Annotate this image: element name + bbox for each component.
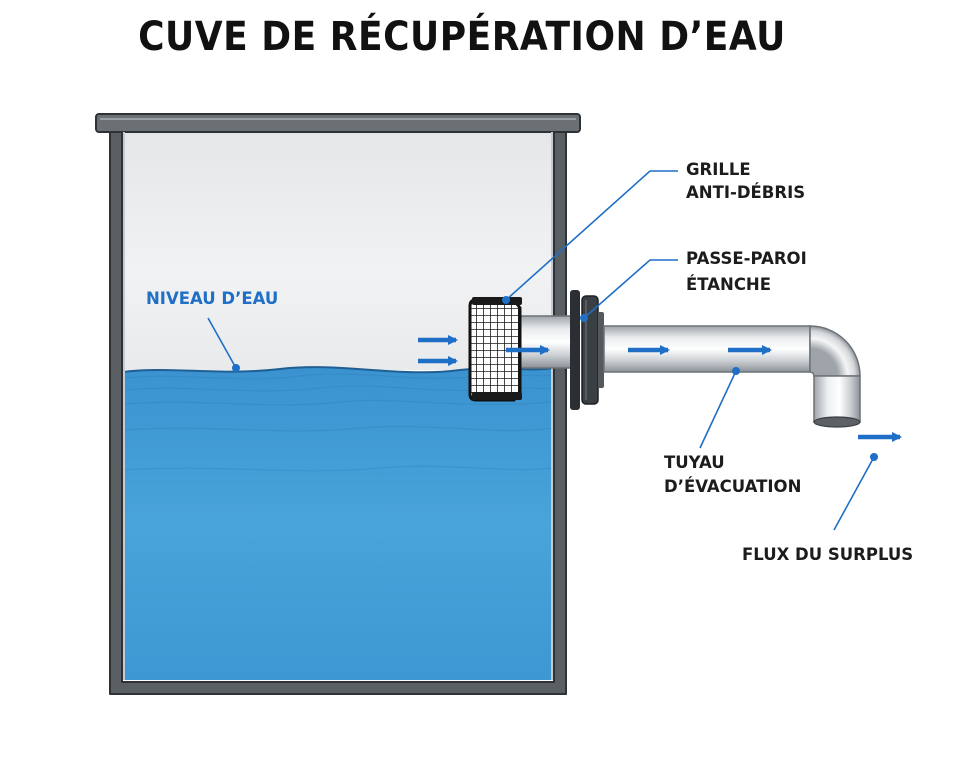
tank-rim	[95, 113, 581, 133]
drain-pipe	[603, 325, 861, 428]
leader-water-level	[207, 317, 237, 369]
leader-flux	[833, 456, 875, 531]
page-title: CUVE DE RÉCUPÉRATION D’EAU	[138, 14, 786, 60]
label-tuyau-line1: TUYAU	[664, 453, 725, 472]
label-tuyau-line2: D’ÉVACUATION	[664, 477, 801, 496]
leader-tuyau	[699, 370, 737, 449]
tank	[95, 113, 581, 695]
leader-lines	[207, 170, 878, 531]
bulkhead-fitting	[570, 290, 604, 410]
label-passe-paroi-line1: PASSE-PAROI	[686, 249, 807, 268]
label-water-level: NIVEAU D’EAU	[146, 289, 278, 308]
flow-arrows	[418, 335, 902, 442]
label-grille-line2: ANTI-DÉBRIS	[686, 183, 805, 202]
water-body	[122, 367, 554, 680]
label-flux: FLUX DU SURPLUS	[742, 545, 913, 564]
label-grille-line1: GRILLE	[686, 160, 751, 179]
debris-grille	[468, 297, 522, 402]
label-passe-paroi-line2: ÉTANCHE	[686, 275, 771, 294]
leader-grille	[505, 170, 678, 301]
leader-passe-paroi	[583, 259, 678, 319]
labels: NIVEAU D’EAU GRILLE ANTI-DÉBRIS PASSE-PA…	[146, 160, 913, 564]
